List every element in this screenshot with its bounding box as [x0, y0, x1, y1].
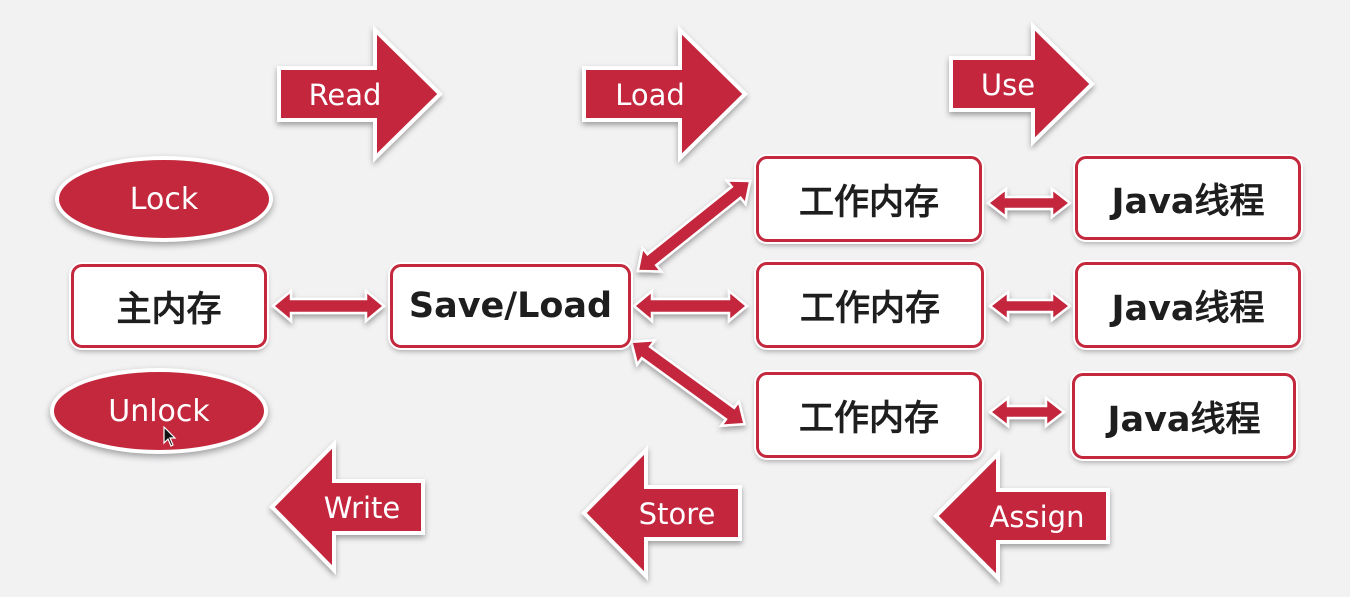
java-thread-box-2: Java线程 — [1075, 262, 1301, 348]
saveload-to-working-memory-2-connector — [632, 288, 749, 324]
working-memory-box-3: 工作内存 — [756, 372, 982, 458]
working-memory-box-2: 工作内存 — [756, 262, 984, 348]
java-thread-box-3: Java线程 — [1072, 373, 1296, 459]
mouse-pointer-icon — [163, 426, 177, 447]
use-label: Use — [981, 68, 1035, 102]
java-thread-label: Java线程 — [1111, 288, 1265, 329]
working-memory-label: 工作内存 — [799, 288, 940, 329]
main-to-saveload-connector — [271, 288, 386, 324]
read-label: Read — [309, 78, 382, 112]
assign-label: Assign — [990, 500, 1085, 534]
java-thread-box-1: Java线程 — [1075, 156, 1301, 240]
working-memory-box-1: 工作内存 — [756, 156, 982, 242]
saveload-to-working-memory-1-connector — [636, 179, 752, 273]
lock-operation: Lock — [55, 156, 273, 242]
assign-arrow: Assign — [933, 449, 1110, 583]
store-label: Store — [639, 497, 716, 531]
working-memory-label: 工作内存 — [798, 398, 939, 439]
store-arrow: Store — [581, 445, 742, 581]
working-memory-label: 工作内存 — [798, 182, 939, 223]
save-load-box: Save/Load — [390, 264, 631, 348]
use-arrow: Use — [949, 21, 1095, 147]
working-memory-3-to-thread-3-connector — [987, 395, 1067, 429]
write-label: Write — [324, 491, 401, 525]
write-arrow: Write — [269, 439, 425, 575]
read-arrow: Read — [277, 25, 443, 163]
java-thread-label: Java线程 — [1107, 399, 1261, 440]
working-memory-1-to-thread-1-connector — [985, 186, 1073, 220]
save-load-label: Save/Load — [408, 286, 613, 326]
main-memory-box: 主内存 — [71, 264, 267, 348]
working-memory-2-to-thread-2-connector — [987, 289, 1073, 323]
unlock-label: Unlock — [108, 393, 210, 429]
load-label: Load — [615, 78, 685, 112]
java-thread-label: Java线程 — [1111, 181, 1265, 222]
saveload-to-working-memory-3-connector — [629, 338, 747, 428]
main-memory-label: 主内存 — [116, 289, 222, 330]
lock-label: Lock — [129, 181, 199, 217]
load-arrow: Load — [582, 25, 748, 163]
unlock-operation: Unlock — [50, 368, 268, 454]
